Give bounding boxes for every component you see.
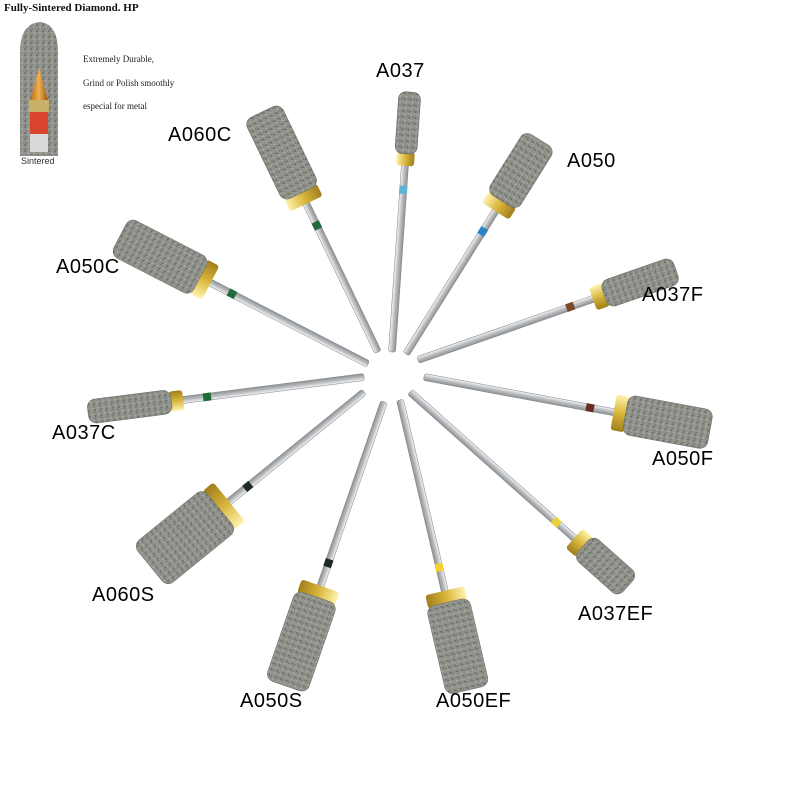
bur-color-ring — [242, 480, 254, 493]
bur-color-ring — [565, 301, 576, 312]
bur-gold-collar — [566, 529, 593, 556]
feature-line: Grind or Polish smoothly — [83, 78, 175, 88]
inset-sintered-bur-image — [20, 22, 58, 156]
bur-a037ef — [408, 389, 635, 595]
bur-label-a050f: A050F — [652, 448, 714, 470]
feature-line: Extremely Durable, — [83, 54, 154, 64]
bur-diamond-head — [601, 258, 679, 307]
bur-label-a037c: A037C — [52, 422, 116, 444]
bur-gold-collar — [482, 191, 516, 219]
bur-color-ring — [323, 558, 334, 569]
bur-label-a037f: A037F — [642, 284, 704, 306]
burs-group — [87, 91, 713, 694]
bur-color-ring — [550, 516, 562, 528]
bur-label-a037ef: A037EF — [578, 603, 654, 625]
bur-gold-collar — [203, 483, 244, 529]
bur-a050ef — [396, 399, 489, 694]
bur-diamond-head — [135, 491, 234, 584]
bur-a050f — [423, 373, 713, 449]
feature-line: especial for metal — [83, 101, 147, 111]
bur-label-a050: A050 — [567, 150, 616, 172]
bur-color-ring — [202, 392, 212, 402]
product-title: Fully-Sintered Diamond. HP — [4, 2, 139, 14]
bur-gold-collar — [190, 260, 219, 299]
bur-gold-collar — [168, 390, 185, 412]
bur-diamond-head — [267, 591, 336, 692]
bur-color-ring — [585, 403, 595, 413]
bur-diamond-head — [489, 133, 553, 208]
bur-color-ring — [398, 185, 408, 195]
bur-color-ring — [477, 226, 489, 238]
bur-gold-collar — [425, 586, 467, 609]
bur-color-ring — [434, 562, 445, 573]
bur-a060s — [135, 389, 366, 584]
bur-diamond-head — [87, 390, 173, 424]
bur-a050s — [267, 401, 388, 692]
bur-label-a060s: A060S — [92, 584, 155, 606]
bur-a050c — [112, 219, 370, 367]
bur-diamond-head — [112, 219, 208, 294]
bur-color-ring — [311, 220, 323, 231]
bur-gold-collar — [297, 580, 339, 605]
bur-shank — [408, 389, 578, 542]
bur-label-a050c: A050C — [56, 256, 120, 278]
bur-label-a060c: A060C — [168, 124, 232, 146]
bur-a037 — [388, 91, 421, 353]
bur-gold-collar — [396, 151, 415, 167]
bur-a060c — [246, 105, 381, 354]
bur-diamond-head — [246, 105, 317, 200]
bur-gold-collar — [285, 184, 322, 211]
inset-label: Sintered — [21, 156, 55, 166]
bur-diamond-head — [394, 91, 421, 155]
bur-diamond-head — [622, 395, 713, 449]
bur-label-a050ef: A050EF — [436, 690, 512, 712]
bur-diamond-head — [576, 537, 635, 595]
bur-a050 — [403, 133, 553, 356]
bur-a037c — [87, 373, 365, 424]
bur-a037f — [417, 258, 679, 364]
bur-label-a050s: A050S — [240, 690, 303, 712]
inset-red-ring — [30, 112, 48, 134]
bur-diamond-head — [427, 598, 489, 694]
bur-color-ring — [226, 288, 238, 300]
bur-label-a037: A037 — [376, 60, 425, 82]
